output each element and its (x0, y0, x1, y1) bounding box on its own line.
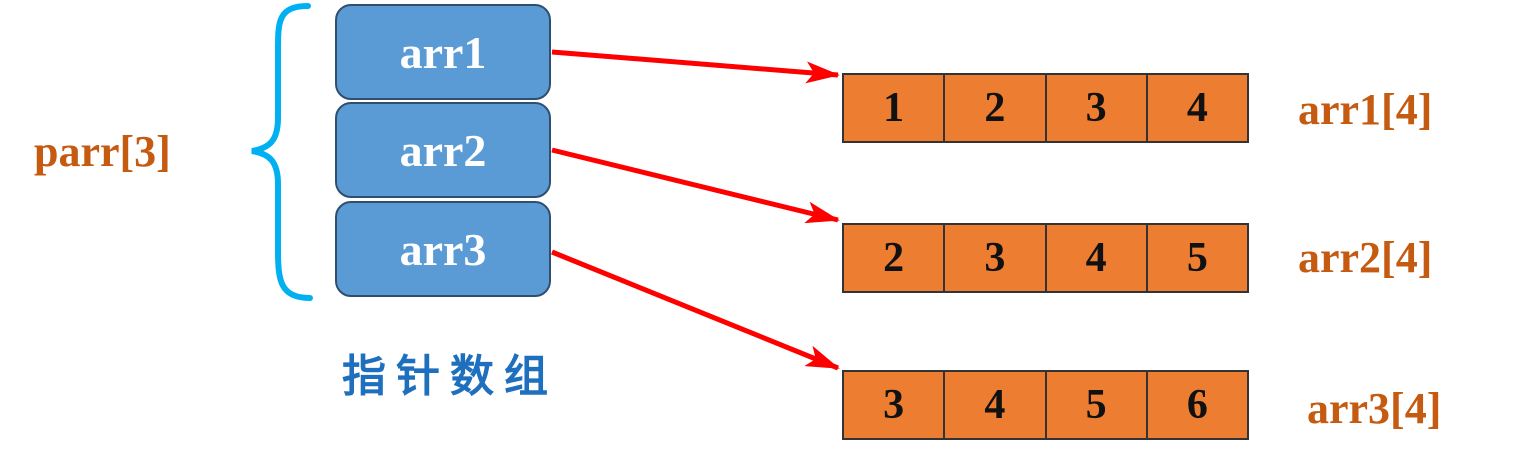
arrow-arr3 (551, 249, 840, 371)
array-label-arr2: arr2[4] (1298, 233, 1433, 282)
array-cell: 2 (844, 225, 946, 291)
brace-icon (251, 3, 313, 301)
array-cell: 3 (844, 372, 946, 438)
array-cell: 6 (1186, 382, 1208, 428)
array-cell: 4 (1186, 85, 1208, 131)
array-cell: 4 (945, 372, 1047, 438)
array-cell: 1 (844, 75, 946, 141)
pointer-box-arr1: arr1 (335, 4, 551, 100)
array-cell: 2 (945, 75, 1047, 141)
arrow-arr1 (551, 49, 840, 84)
array-row-arr2: 2 3 4 5 (842, 223, 1249, 293)
array-label-arr1: arr1[4] (1298, 85, 1433, 134)
arrow-arr2 (551, 147, 840, 224)
array-row-arr1: 1 2 3 4 (842, 73, 1249, 143)
array-cell: 3 (1047, 75, 1148, 141)
array-cell: 5 (1186, 235, 1208, 281)
array-cell: 5 (1047, 372, 1148, 438)
pointer-box-arr2: arr2 (335, 102, 551, 198)
array-row-arr3: 3 4 5 6 (842, 370, 1249, 440)
pointer-array-label: parr[3] (34, 127, 171, 176)
pointer-box-arr3: arr3 (335, 201, 551, 297)
array-cell: 3 (945, 225, 1047, 291)
array-cell: 4 (1047, 225, 1148, 291)
pointer-array-caption: 指针数组 (342, 351, 558, 402)
array-label-arr3: arr3[4] (1307, 384, 1442, 433)
